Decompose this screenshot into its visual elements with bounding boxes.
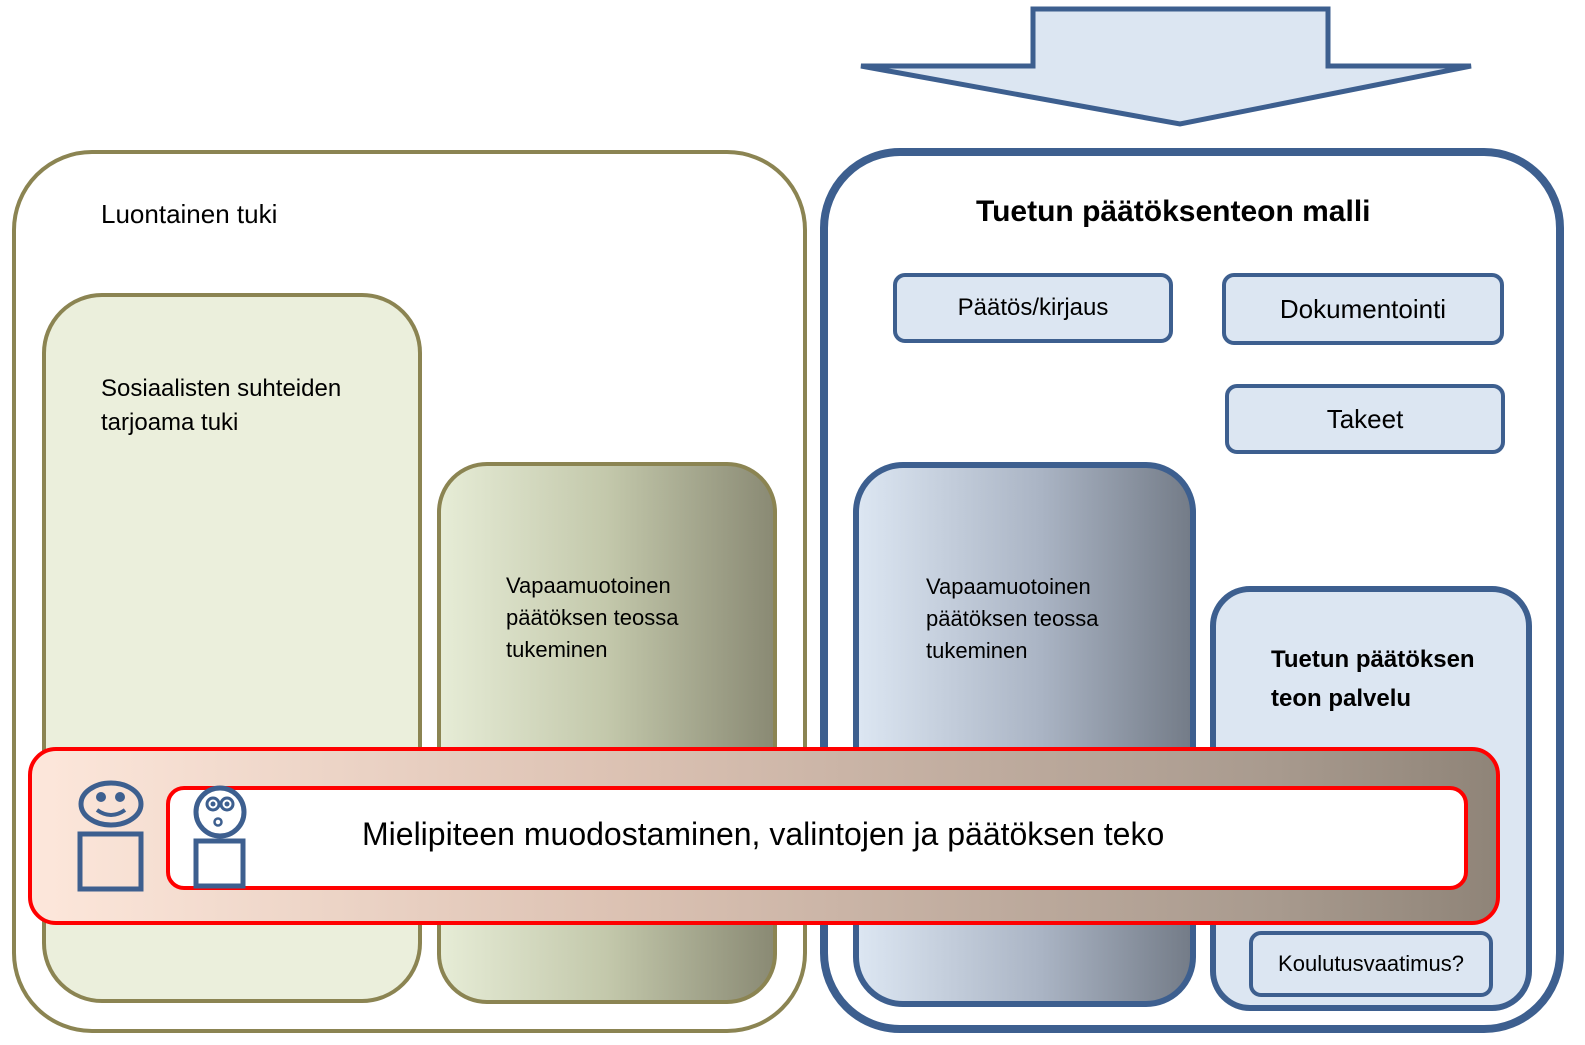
arrow-down-icon <box>860 6 1472 127</box>
opinion-formation-inner-box <box>166 786 1468 890</box>
informal-support-box-right <box>853 462 1196 1007</box>
social-support-line1: Sosiaalisten suhteiden <box>101 375 342 402</box>
supported-decision-service-label: Tuetun päätöksen teon palvelu <box>1271 640 1475 718</box>
natural-support-title: Luontainen tuki <box>101 199 278 229</box>
informal-support-label-right: Vapaamuotoinen päätöksen teossa tukemine… <box>926 571 1098 667</box>
supported-decision-model-title: Tuetun päätöksenteon malli <box>976 195 1371 228</box>
informal-left-line3: tukeminen <box>506 637 608 662</box>
service-line1: Tuetun päätöksen <box>1271 646 1475 673</box>
informal-support-label-left: Vapaamuotoinen päätöksen teossa tukemine… <box>506 570 678 666</box>
informal-left-line2: päätöksen teossa <box>506 605 679 630</box>
social-support-line2: tarjoama tuki <box>101 409 239 436</box>
informal-left-line1: Vapaamuotoinen <box>506 573 671 598</box>
documentation-box: Dokumentointi <box>1222 273 1504 345</box>
guarantees-box: Takeet <box>1225 384 1505 454</box>
supporter-person-icon <box>77 780 144 892</box>
informal-right-line1: Vapaamuotoinen <box>926 574 1091 599</box>
training-requirement-box: Koulutusvaatimus? <box>1249 931 1493 997</box>
decision-record-box: Päätös/kirjaus <box>893 273 1173 343</box>
opinion-formation-label: Mielipiteen muodostaminen, valintojen ja… <box>362 816 1165 852</box>
informal-right-line2: päätöksen teossa <box>926 606 1099 631</box>
service-line2: teon palvelu <box>1271 685 1412 712</box>
social-relations-support-label: Sosiaalisten suhteiden tarjoama tuki <box>101 372 341 440</box>
informal-right-line3: tukeminen <box>926 638 1028 663</box>
persons-icon-group <box>77 780 247 892</box>
supported-person-icon <box>193 785 247 889</box>
